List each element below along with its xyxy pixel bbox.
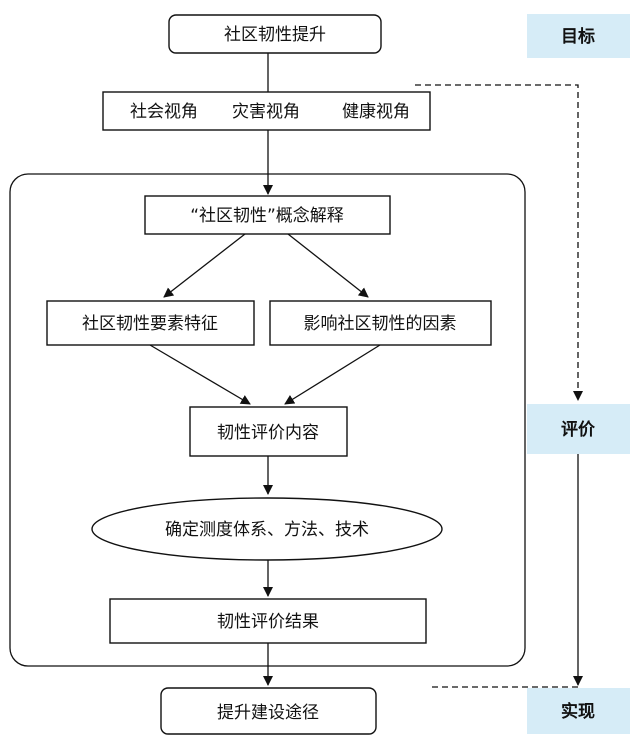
content-node: 韧性评价内容 <box>189 406 348 457</box>
side-label-goal-text: 目标 <box>561 26 595 47</box>
factors-node-label: 影响社区韧性的因素 <box>304 314 457 334</box>
perspective-disaster-label: 灾害视角 <box>232 102 300 122</box>
factors-to-content-arrow <box>284 344 381 405</box>
methods-node: 确定测度体系、方法、技术 <box>91 497 443 561</box>
content-node-label: 韧性评价内容 <box>217 423 319 443</box>
factors-node: 影响社区韧性的因素 <box>269 300 492 346</box>
concept-to-elements-arrow <box>163 233 246 298</box>
concept-node: “社区韧性”概念解释 <box>144 195 391 235</box>
methods-node-label: 确定测度体系、方法、技术 <box>165 520 369 540</box>
side-dashed-arrow-to-evaluation <box>415 84 583 401</box>
elements-node: 社区韧性要素特征 <box>46 300 255 346</box>
concept-to-factors-arrow <box>287 233 369 298</box>
side-label-realization-text: 实现 <box>561 701 595 722</box>
perspectives-node: 社会视角 灾害视角 健康视角 <box>102 91 431 131</box>
goal-node-label: 社区韧性提升 <box>224 25 326 45</box>
concept-node-label: “社区韧性”概念解释 <box>190 205 344 226</box>
path-node-label: 提升建设途径 <box>217 703 319 723</box>
results-node-label: 韧性评价结果 <box>217 612 319 632</box>
path-node: 提升建设途径 <box>160 687 377 735</box>
perspective-social-label: 社会视角 <box>130 102 198 122</box>
perspective-health-label: 健康视角 <box>342 102 410 122</box>
elements-node-label: 社区韧性要素特征 <box>82 314 218 334</box>
side-label-realization: 实现 <box>527 688 630 734</box>
side-label-goal: 目标 <box>527 14 630 58</box>
elements-to-content-arrow <box>149 344 251 405</box>
results-node: 韧性评价结果 <box>109 598 427 644</box>
side-label-evaluation-text: 评价 <box>561 420 596 440</box>
goal-node: 社区韧性提升 <box>168 14 382 54</box>
side-label-evaluation: 评价 <box>527 404 630 454</box>
